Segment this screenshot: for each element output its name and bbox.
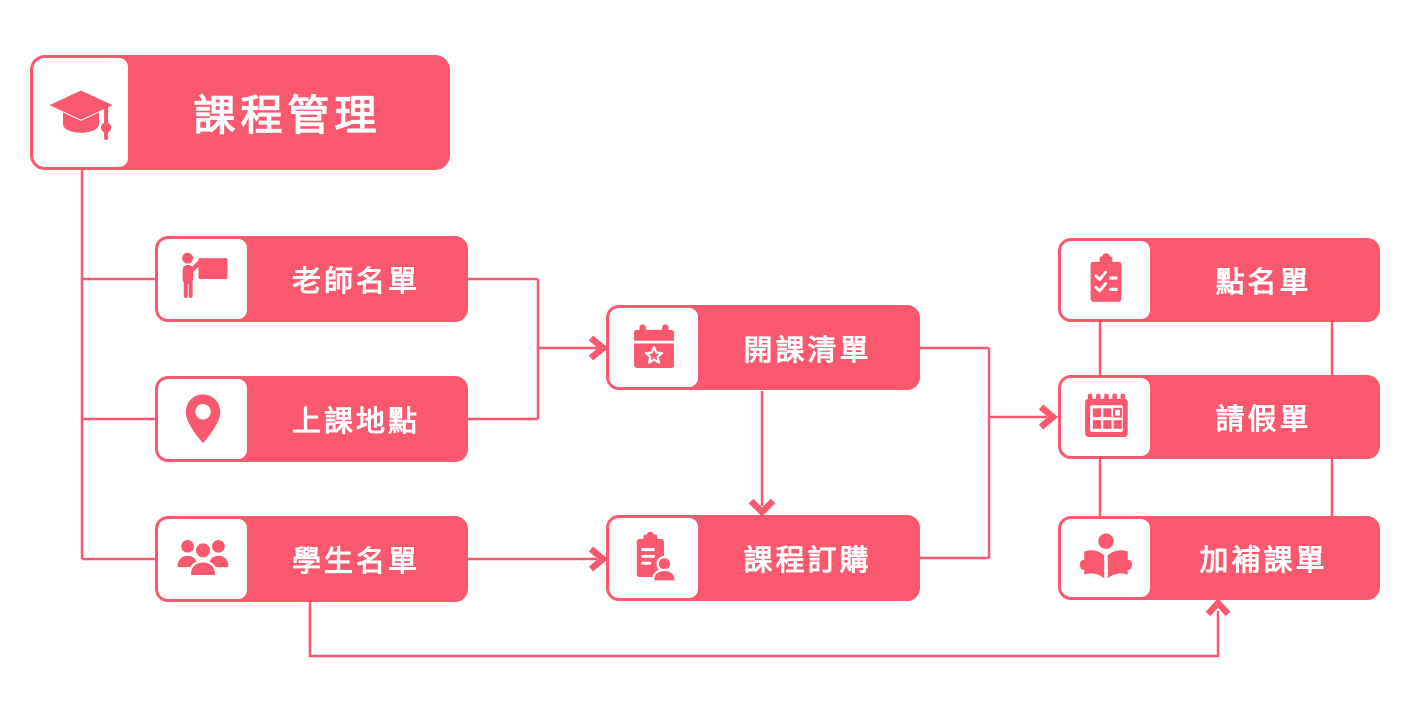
edge-merge-open-list [467, 277, 597, 421]
location-pin-icon [158, 379, 247, 459]
student-group-icon [158, 519, 247, 599]
node-course-open-list: 開課清單 [606, 305, 920, 390]
arrowhead-to-leave [1038, 404, 1059, 430]
node-label: 請假單 [1215, 404, 1312, 436]
teacher-pointing-board-icon [158, 239, 247, 319]
node-makeup-class-form: 加補課單 [1058, 516, 1380, 600]
node-roll-call-sheet: 點名單 [1058, 238, 1380, 322]
edge-merge-leave [919, 346, 1047, 560]
node-label: 開課清單 [743, 334, 872, 367]
arrowhead-to-order-top [748, 498, 776, 517]
arrowhead-to-open-list [588, 335, 609, 361]
node-label: 課程訂購 [743, 545, 872, 577]
node-student-list: 學生名單 [155, 516, 468, 602]
person-reading-book-icon [1061, 519, 1150, 597]
node-course-order: 課程訂購 [606, 515, 920, 601]
arrowhead-to-order-left [588, 546, 609, 572]
node-class-location: 上課地點 [155, 376, 468, 462]
graduation-cap-icon [33, 58, 128, 167]
node-course-management: 課程管理 [30, 55, 450, 170]
clipboard-checklist-icon [1061, 241, 1150, 319]
calendar-star-icon [609, 308, 698, 387]
arrowhead-to-makeup [1205, 598, 1231, 617]
node-leave-form: 請假單 [1058, 375, 1380, 459]
node-teacher-list: 老師名單 [155, 236, 468, 322]
node-label: 課程管理 [193, 92, 382, 139]
edge-students-makeup [308, 602, 1220, 658]
node-label: 上課地點 [291, 406, 420, 438]
edge-rightcolumn-links [1098, 322, 1334, 516]
clipboard-person-icon [609, 518, 698, 598]
calendar-grid-icon [1061, 378, 1150, 456]
node-label: 點名單 [1215, 267, 1312, 299]
node-label: 老師名單 [291, 266, 420, 298]
node-label: 加補課單 [1199, 545, 1328, 577]
node-label: 學生名單 [291, 546, 420, 578]
